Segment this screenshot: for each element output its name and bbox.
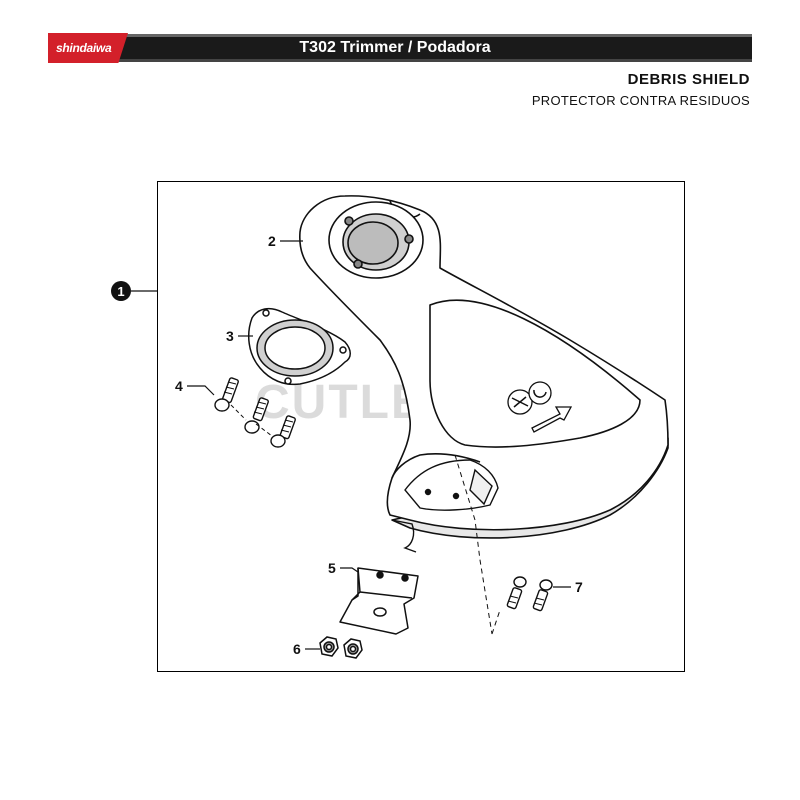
shield-mount-area: [404, 459, 499, 511]
callout-6-label: 6: [293, 641, 301, 657]
callout-4-label: 4: [175, 378, 183, 394]
callout-4-leader: [187, 385, 215, 396]
screws-lower: [506, 576, 553, 612]
assembly-centerline: [454, 454, 493, 635]
callout-5-leader: [340, 567, 359, 573]
shield-decal: [507, 381, 573, 433]
callout-1-badge: [111, 281, 131, 301]
callout-1: 1: [111, 281, 157, 301]
screw-7b: [532, 579, 553, 612]
section-subtitle: PROTECTOR CONTRA RESIDUOS: [531, 93, 750, 108]
mounting-plate: [247, 307, 351, 386]
callout-7: 7: [553, 579, 583, 595]
header-bar: [48, 34, 752, 62]
shield-edge-hook: [391, 519, 417, 553]
brand-logo: shindaiwa: [48, 33, 128, 63]
callout-3: 3: [226, 328, 253, 344]
brand-logo-text: shindaiwa: [56, 41, 112, 55]
bracket: [339, 567, 419, 635]
screw-4a: [214, 377, 239, 412]
callout-2: 2: [268, 233, 303, 249]
page-title: T302 Trimmer / Podadora: [299, 39, 491, 56]
diagram-frame: [157, 181, 685, 672]
callout-6: 6: [293, 641, 320, 657]
callout-5: 5: [328, 560, 359, 576]
callout-1-label: 1: [117, 284, 124, 299]
screws-upper: [214, 377, 296, 448]
nut-6a: [319, 636, 339, 657]
screw-4c: [270, 415, 296, 448]
callout-7-label: 7: [575, 579, 583, 595]
section-title: DEBRIS SHIELD: [627, 71, 750, 88]
nuts: [319, 636, 363, 659]
callout-3-label: 3: [226, 328, 234, 344]
callout-5-label: 5: [328, 560, 336, 576]
screw-7a: [506, 576, 527, 610]
callout-2-label: 2: [268, 233, 276, 249]
screw-4b: [244, 397, 269, 434]
nut-6b: [343, 638, 363, 659]
debris-shield: [299, 195, 669, 539]
callout-4: 4: [175, 378, 215, 396]
